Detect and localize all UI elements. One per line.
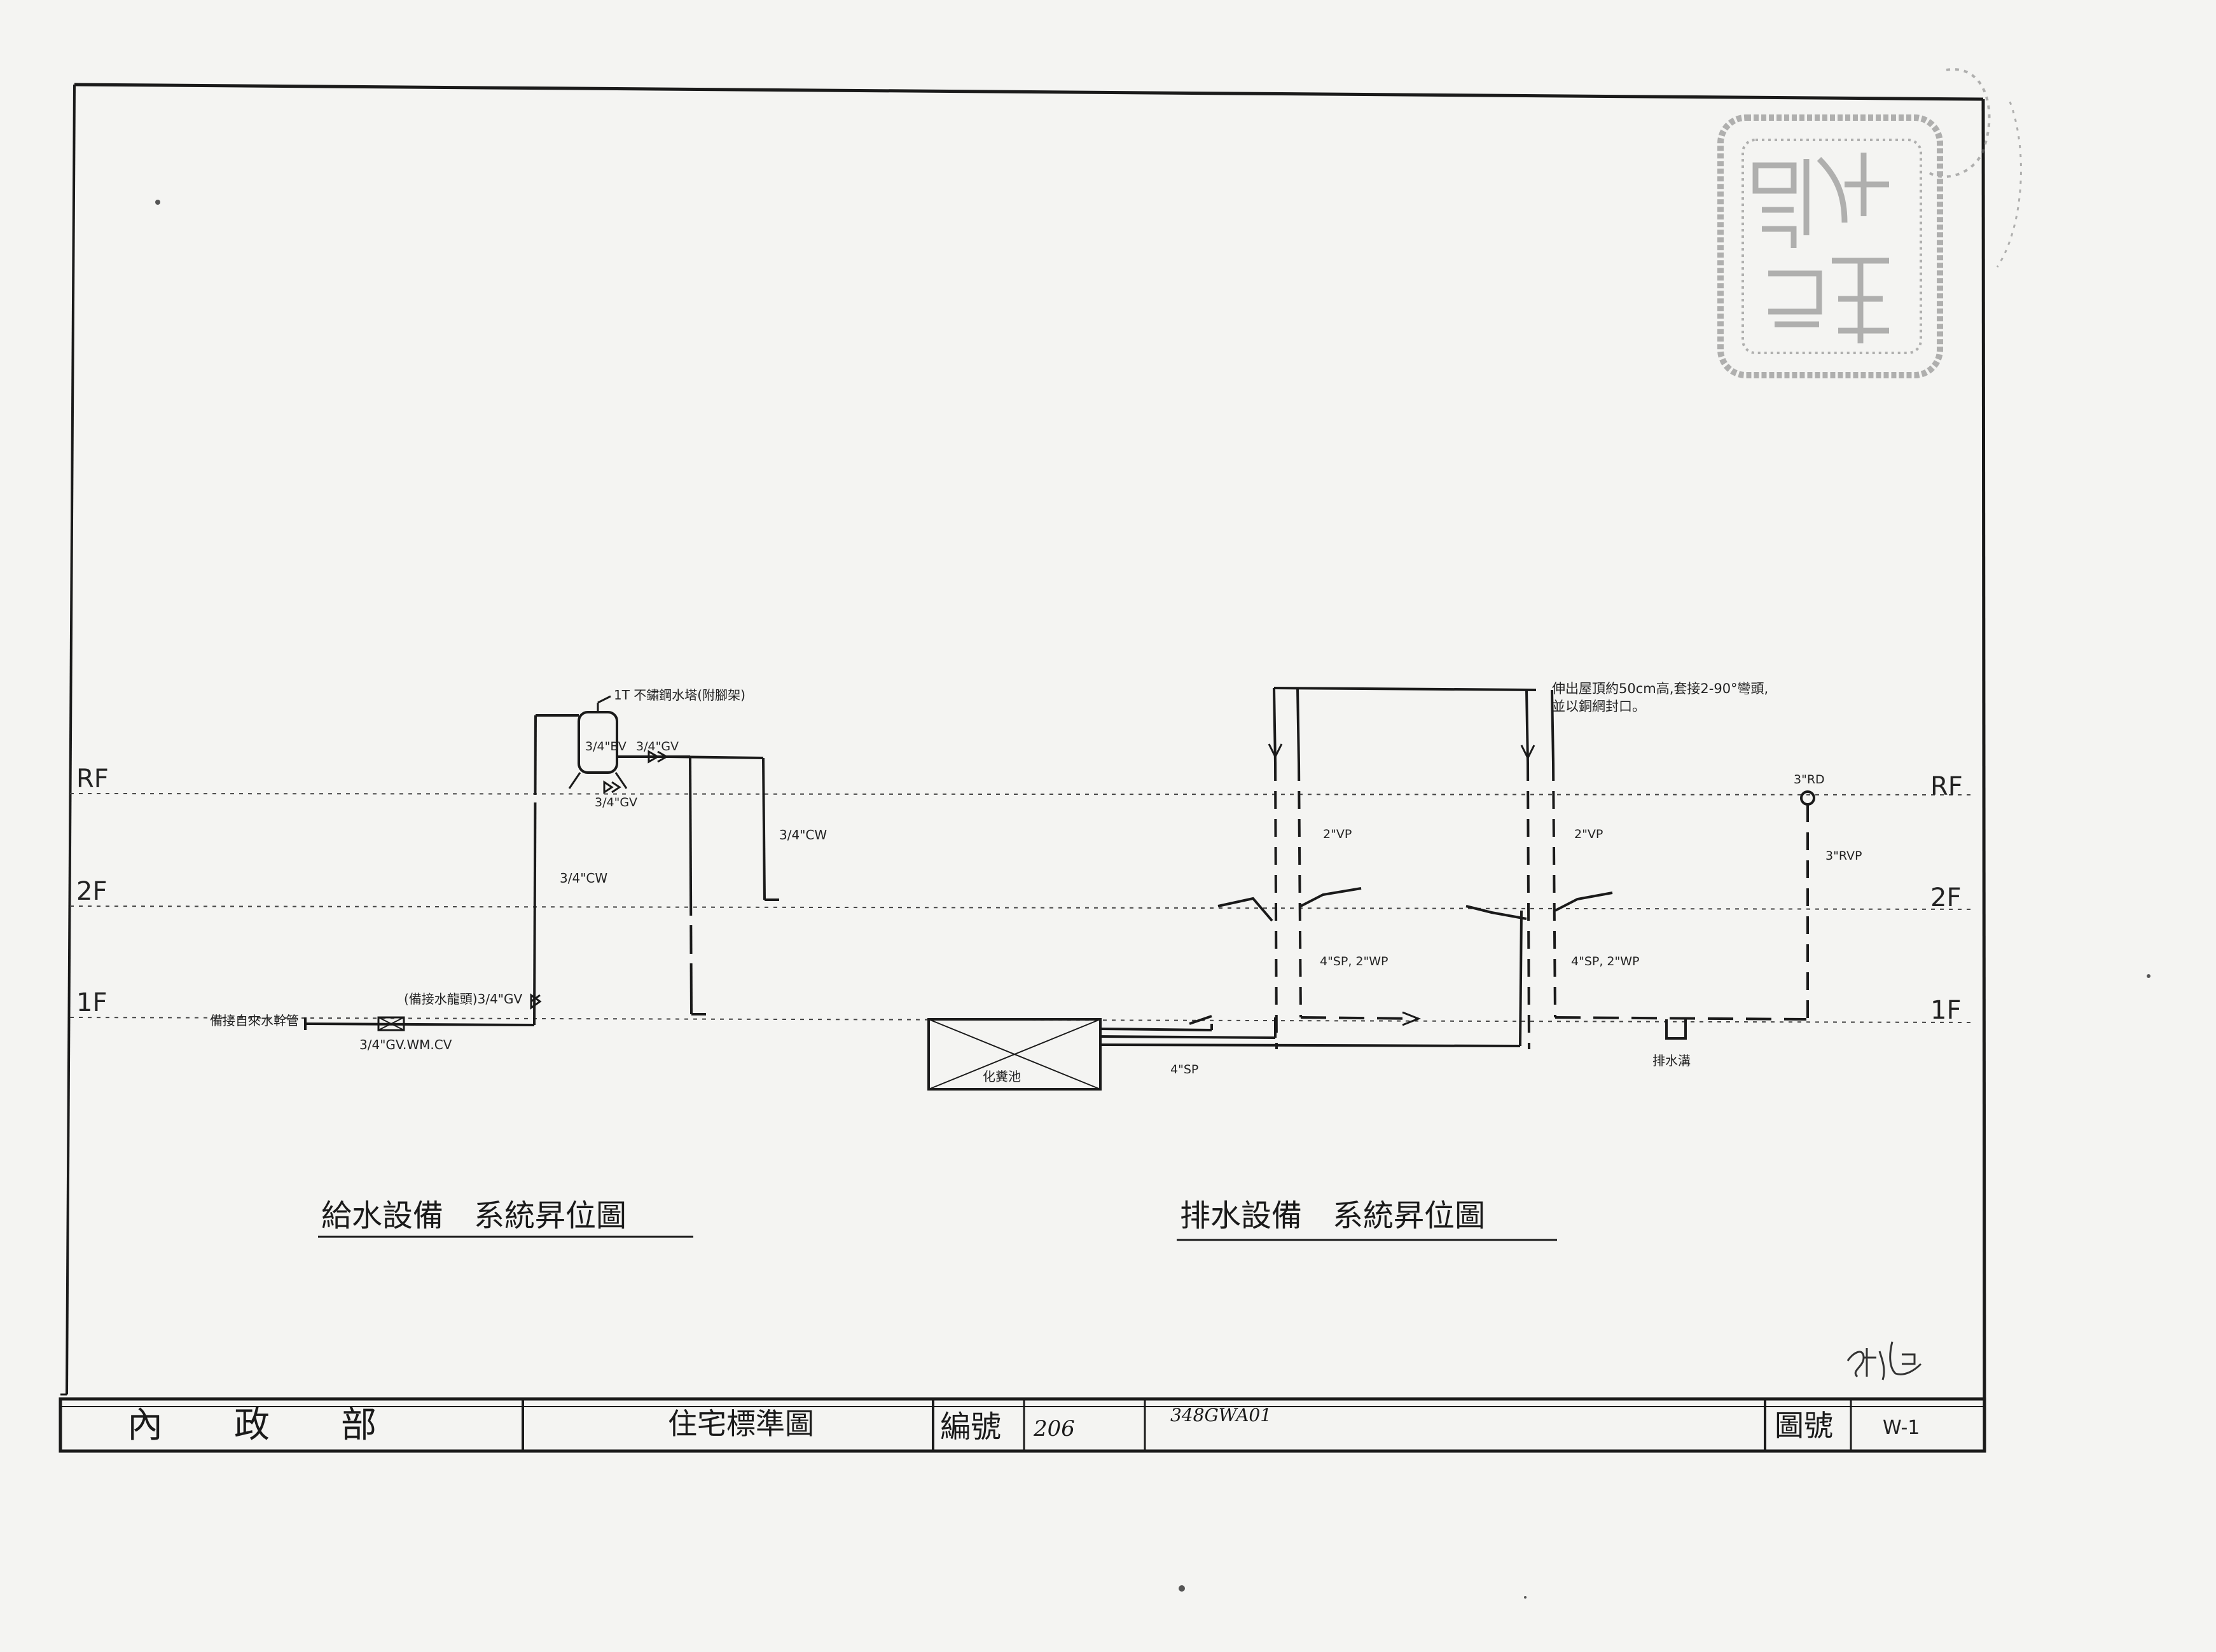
water-supply-labels: 1T 不鏽鋼水塔(附腳架) 3/4"BV 3/4"GV 3/4"GV 3/4"C… <box>210 687 827 1052</box>
reserve-valve-icon <box>530 993 542 1010</box>
floor-label-2f-left: 2F <box>76 877 107 906</box>
floor-label-2f-right: 2F <box>1930 883 1961 912</box>
drawing-type: 住宅標準圖 <box>668 1407 814 1441</box>
gate-valve-top-icon <box>647 750 669 764</box>
vent-note-line2: 並以銅網封口。 <box>1552 699 1645 714</box>
vent-note-line1: 伸出屋頂約50cm高,套接2-90°彎頭, <box>1552 681 1768 696</box>
sheet-label: 圖號 <box>1775 1408 1833 1443</box>
water-supply-riser <box>304 695 779 1031</box>
gate-valve-bottom-icon <box>603 780 621 794</box>
vent-arrow-left-icon <box>1268 743 1283 759</box>
mains-label: 備接自來水幹管 <box>210 1013 299 1028</box>
vent-top-pipe <box>1273 687 1537 691</box>
serial-value: 206 <box>1033 1416 1075 1442</box>
right-vent-stack <box>1527 762 1530 1050</box>
title-block <box>59 1397 1986 1453</box>
bv-label: 3/4"BV <box>585 740 627 754</box>
vent-arrow-right-icon <box>1520 745 1535 761</box>
floor-labels: RF 2F 1F RF 2F 1F <box>76 764 1963 1025</box>
septic-tank-label: 化糞池 <box>983 1069 1021 1084</box>
registration-stamp-seal <box>1717 68 2022 378</box>
reserve-faucet-label: (備接水龍頭)3/4"GV <box>404 991 522 1007</box>
roof-drain-icon <box>1800 790 1815 806</box>
serial-label: 編號 <box>940 1409 1001 1445</box>
drainage-riser <box>927 687 1815 1091</box>
spwp-right-label: 4"SP, 2"WP <box>1571 954 1640 968</box>
floor-label-1f-left: 1F <box>76 988 107 1017</box>
septic-tank-icon <box>927 1018 1102 1091</box>
vp-right-label: 2"VP <box>1574 827 1603 841</box>
cw-right-label: 3/4"CW <box>779 827 827 843</box>
floor-label-rf-left: RF <box>76 764 109 794</box>
rvp-label: 3"RVP <box>1825 849 1862 863</box>
rd-label: 3"RD <box>1794 773 1825 787</box>
water-meter-icon <box>377 1016 405 1031</box>
left-vent-stack <box>1274 762 1278 1050</box>
gv-top-label: 3/4"GV <box>636 740 679 754</box>
drainage-labels: 伸出屋頂約50cm高,套接2-90°彎頭, 並以銅網封口。 2"VP 2"VP … <box>983 681 1862 1084</box>
supply-main-pipe <box>305 1022 535 1026</box>
floor-lines <box>69 793 1971 1023</box>
vp-left-label: 2"VP <box>1323 827 1352 841</box>
gv-bottom-label: 3/4"GV <box>595 795 637 809</box>
trench-label: 排水溝 <box>1652 1053 1691 1068</box>
drawing-border <box>60 83 1986 1452</box>
floor-label-1f-right: 1F <box>1930 996 1961 1025</box>
tank-label: 1T 不鏽鋼水塔(附腳架) <box>614 687 745 703</box>
water-supply-title: 給水設備 系統昇位圖 <box>321 1198 627 1234</box>
supply-riser-breaks <box>534 795 693 963</box>
supply-riser-pipe <box>533 715 537 1026</box>
drain-trench-icon <box>1665 1019 1687 1040</box>
spwp-left-label: 4"SP, 2"WP <box>1320 954 1388 968</box>
floor-label-rf-right: RF <box>1930 772 1963 801</box>
cw-left-label: 3/4"CW <box>560 871 607 886</box>
sp-label: 4"SP <box>1170 1063 1198 1077</box>
floor-line-2f <box>69 905 1971 910</box>
sheet-value: W-1 <box>1883 1417 1920 1439</box>
handwritten-signature <box>1846 1341 1922 1380</box>
drawing-code: 348GWA01 <box>1170 1405 1271 1426</box>
title-block-text: 內 政 部 住宅標準圖 編號 206 348GWA01 圖號 W-1 <box>127 1405 1920 1446</box>
drainage-title: 排水設備 系統昇位圖 <box>1180 1198 1485 1234</box>
floor-line-rf <box>69 793 1971 795</box>
section-titles: 給水設備 系統昇位圖 排水設備 系統昇位圖 <box>318 1198 1557 1241</box>
meter-label: 3/4"GV.WM.CV <box>359 1037 452 1052</box>
agency-name: 內 政 部 <box>127 1405 377 1446</box>
scan-specks <box>155 200 2150 1599</box>
